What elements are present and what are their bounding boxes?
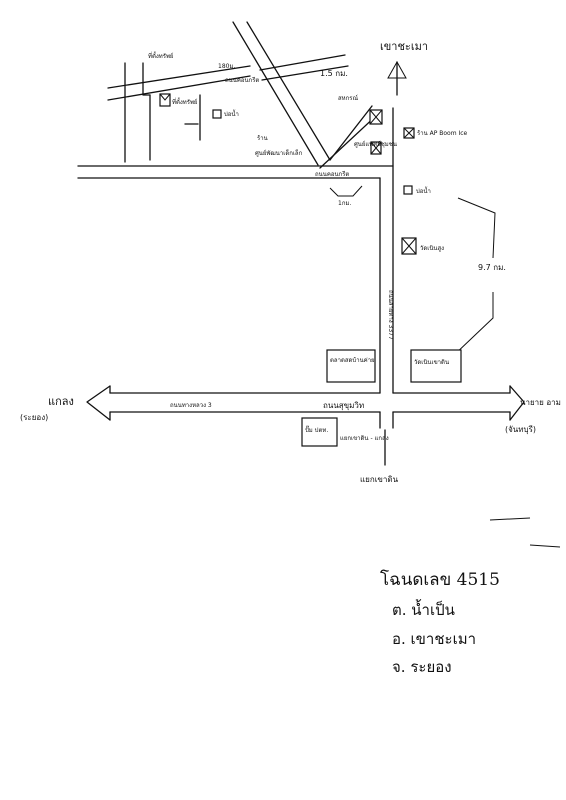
- dest-right-sub: (จันทบุรี): [505, 425, 536, 434]
- sukhumvit-label: ถนนสุขุมวิท: [323, 401, 364, 410]
- temple-label: ร้าน: [257, 135, 268, 142]
- scan-mark: [489, 517, 531, 521]
- road-3377-label: ถนนสายทาง 3377: [387, 290, 394, 340]
- local-roads: [107, 21, 379, 169]
- intersection-label: แยกเขาดิน: [360, 475, 399, 484]
- landmark-boxes: [159, 93, 462, 447]
- sukhumvit-left-label: ถนนทางหลวง 3: [170, 402, 212, 409]
- north-arrow-icon: [387, 60, 407, 96]
- concrete-road: [77, 165, 394, 197]
- deed-province: จ. ระยอง: [392, 658, 452, 676]
- scan-mark: [529, 544, 561, 548]
- distance-top: 1.5 กม.: [320, 69, 348, 78]
- well-label: บ่อน้ำ: [224, 108, 239, 118]
- medical-label: ศูนย์แพทย์ชุมชน: [354, 140, 397, 148]
- dest-left-sub: (ระยอง): [20, 413, 48, 422]
- small-road-label: ถนนคอนกรีต: [225, 76, 259, 84]
- deed-district: อ. เขาชะเมา: [392, 630, 476, 648]
- watsang-label: วัดเนินสูง: [420, 245, 444, 252]
- dest-right: นายาย อาม: [520, 398, 561, 407]
- road-top-label: 180ม.: [218, 63, 235, 70]
- house-label: ที่ตั้งทรัพย์: [148, 50, 173, 60]
- shop-ap-label: ร้าน AP Boom Ice: [417, 130, 468, 137]
- watnoen-label: วัดเนินเขาดิน: [414, 359, 449, 366]
- deed-subdistrict: ต. น้ำเป็น: [392, 599, 455, 619]
- pond-label: บ่อน้ำ: [416, 185, 431, 195]
- school-label: ศูนย์พัฒนาเด็กเล็ก: [255, 148, 303, 157]
- sukhumvit-road: [86, 385, 525, 421]
- distance-connector: [451, 197, 496, 358]
- distance-right: 9.7 กม.: [478, 263, 506, 272]
- house-box-label: ที่ตั้งทรัพย์: [172, 96, 197, 106]
- road-3377: [379, 107, 394, 466]
- deed-title: โฉนดเลข 4515: [380, 569, 500, 590]
- dest-left: แกลง: [48, 395, 74, 408]
- cross-label: แยกเขาดิน - แกลง: [340, 435, 389, 442]
- concrete-road-label: ถนนคอนกรีต: [315, 170, 349, 178]
- coop-label: สหกรณ์: [338, 94, 358, 102]
- ptt-label: ปั๊ม ปตท.: [305, 425, 328, 434]
- police-label: ตลาดสดบ้านค่าย: [330, 357, 375, 364]
- one-km-label: 1กม.: [338, 200, 351, 207]
- north-label: เขาชะเมา: [380, 40, 428, 53]
